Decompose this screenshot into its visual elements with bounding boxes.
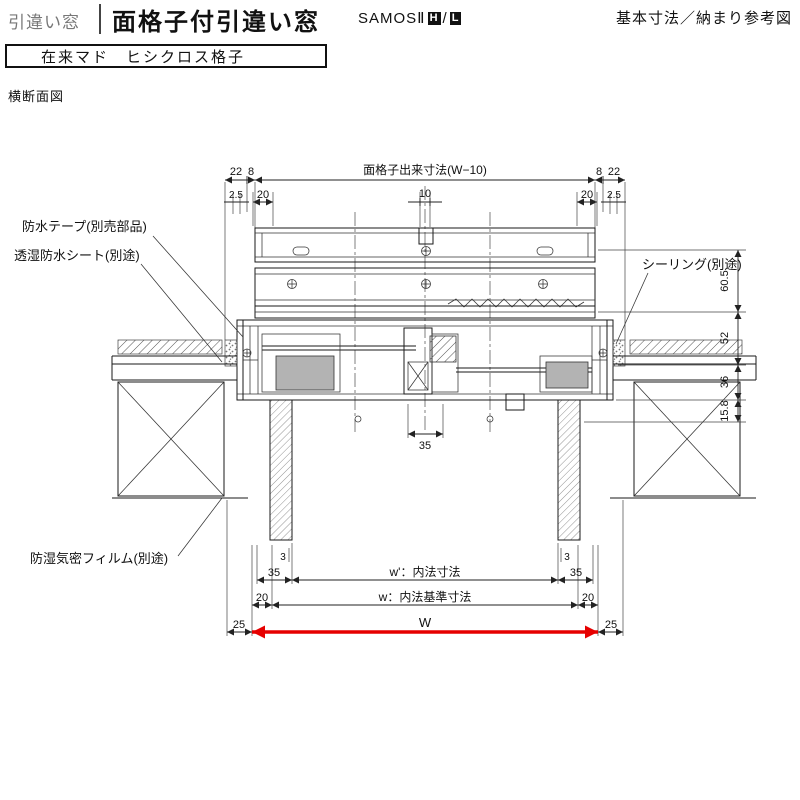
dim-bottom-right-3: 3 [564,552,570,563]
left-wall [111,355,248,499]
dim-right-15-8: 15.8 [719,400,731,421]
top-dim-row1: 22 8 面格子出来寸法(W−10) 8 22 [225,162,625,184]
dim-grille-width: 面格子出来寸法(W−10) [363,162,487,177]
series-name: SAMOSⅡ [358,10,426,27]
center-lines [354,186,491,432]
series-label: SAMOSⅡ H / L [358,9,462,27]
interlock-hatch [429,335,457,363]
dim-top-right-20: 20 [581,189,593,201]
casing-posts [269,399,581,541]
waterproof-tape-block [224,339,238,367]
seal-blocks [117,339,743,367]
sealing-block [612,339,626,367]
dim-top-right-8: 8 [596,166,602,178]
right-dim-chain: 60.5 52 36 15.8 [584,249,746,423]
callouts: 防水テープ(別売部品) 透湿防水シート(別途) 防湿気密フィルム(別途) シーリ… [14,219,742,566]
dim-bottom-left-25: 25 [233,619,245,631]
dim-bottom-left-35: 35 [268,567,280,579]
dim-top-right-2-5: 2.5 [607,190,621,201]
bottom-dim-extensions [226,500,624,636]
sheet-hatch-right [629,339,743,355]
grille-section [254,227,596,319]
dim-sill-35: 35 [419,440,431,452]
left-post [269,399,293,541]
sill-dim: 35 [407,404,444,452]
sheet-hatch-left [117,339,223,355]
top-dim-extensions [224,182,626,340]
dim-top-left-8: 8 [248,166,254,178]
view-label: 横断面図 [8,89,65,104]
top-dim-row2: 2.5 20 10 20 2.5 [224,188,626,206]
dim-top-right-22: 22 [608,166,620,178]
dim-right-60-5: 60.5 [719,270,731,291]
bottom-dims: 3 3 35 w'：内法寸法 35 20 w：内法基準寸法 20 25 W 25 [227,552,623,639]
callout-sealing: シーリング(別途) [642,257,742,272]
dim-top-left-22: 22 [230,166,242,178]
dim-inner-width-label: w'：内法寸法 [389,565,461,579]
cut-stile-left [275,355,335,391]
dim-top-left-20: 20 [257,189,269,201]
series-badge-l: L [449,11,462,25]
window-category-label: 引違い窓 [8,13,80,32]
dim-right-36: 36 [719,376,731,388]
reference-note: 基本寸法／納まり参考図 [615,10,792,27]
right-post [557,399,581,541]
right-wall [610,355,757,499]
dim-top-left-2-5: 2.5 [229,190,243,201]
header-divider [99,4,101,34]
dim-top-center-10: 10 [419,188,431,200]
dim-right-52: 52 [719,332,731,344]
subtitle-box: 在来マド ヒシクロス格子 [5,44,327,68]
dim-bottom-left-3: 3 [280,552,286,563]
cut-stile-right [545,361,589,389]
series-badge-slash: / [442,9,448,27]
dim-base-width-label: w：内法基準寸法 [378,589,472,604]
page-title: 面格子付引違い窓 [112,9,320,36]
callout-waterproof-tape: 防水テープ(別売部品) [22,219,147,234]
dim-overall-width-label: W [419,615,432,630]
callout-moisture-film: 防湿気密フィルム(別途) [30,551,168,566]
frame-section [236,319,614,423]
dim-bottom-right-25: 25 [605,619,617,631]
dim-bottom-right-35: 35 [570,567,582,579]
callout-breathable-sheet: 透湿防水シート(別途) [14,248,140,263]
dim-bottom-left-20: 20 [256,592,268,604]
dim-bottom-right-20: 20 [582,592,594,604]
series-badge-h: H [427,11,441,25]
